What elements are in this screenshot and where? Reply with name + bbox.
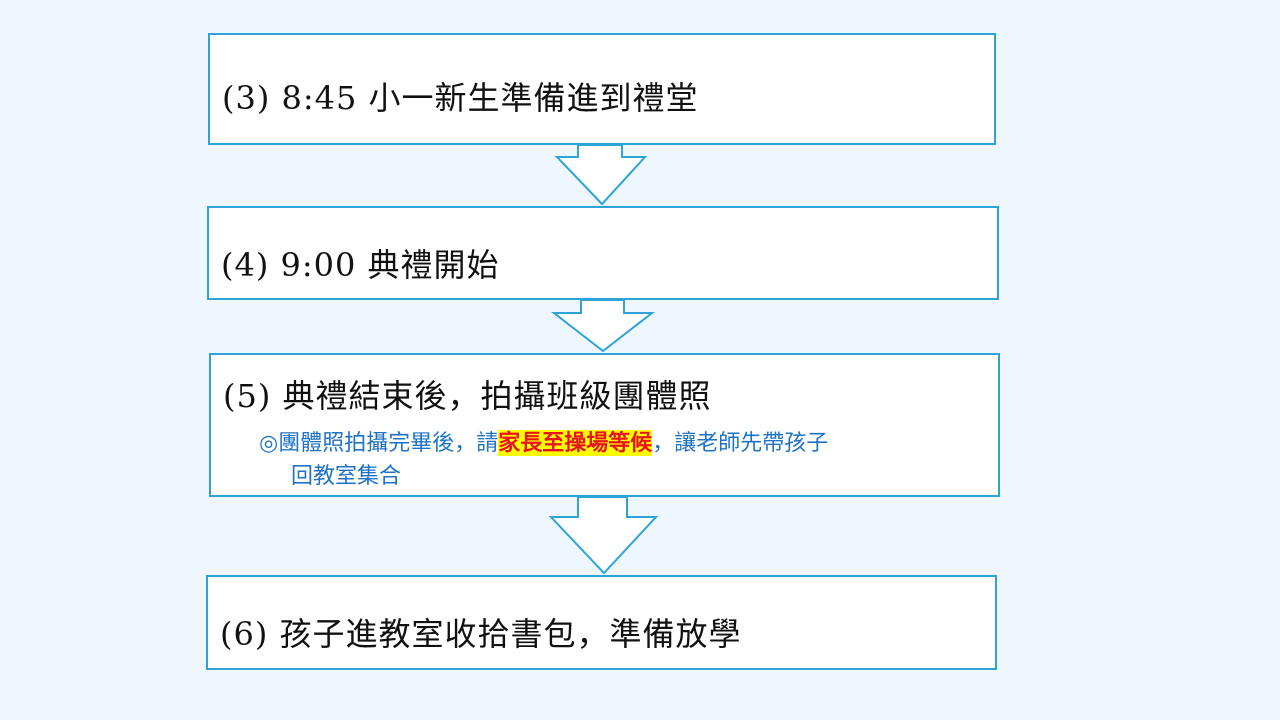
note-line-2: 回教室集合 bbox=[291, 464, 402, 489]
step-title: (6) 孩子進教室收拾書包，準備放學 bbox=[220, 615, 742, 653]
arrow-down-icon bbox=[548, 496, 659, 575]
step-title: (4) 9:00 典禮開始 bbox=[221, 246, 500, 284]
step-box-3: (3) 8:45 小一新生準備進到禮堂 bbox=[208, 33, 996, 145]
step-title: (5) 典禮結束後，拍攝班級團體照 bbox=[223, 377, 712, 415]
note-highlight: 家長至操場等候 bbox=[498, 430, 653, 456]
step-box-5: (5) 典禮結束後，拍攝班級團體照 ◎團體照拍攝完畢後，請家長至操場等候，讓老師… bbox=[209, 353, 1000, 497]
note-bullet-icon: ◎ bbox=[259, 431, 279, 456]
step-box-6: (6) 孩子進教室收拾書包，準備放學 bbox=[206, 575, 997, 670]
step-note: ◎團體照拍攝完畢後，請家長至操場等候，讓老師先帶孩子 回教室集合 bbox=[259, 427, 979, 493]
note-text-before: 團體照拍攝完畢後，請 bbox=[278, 431, 499, 456]
note-text-after: ，讓老師先帶孩子 bbox=[652, 431, 829, 456]
arrow-down-icon bbox=[554, 144, 648, 206]
step-box-4: (4) 9:00 典禮開始 bbox=[207, 206, 999, 300]
step-title: (3) 8:45 小一新生準備進到禮堂 bbox=[222, 79, 699, 117]
arrow-down-icon bbox=[551, 299, 655, 353]
